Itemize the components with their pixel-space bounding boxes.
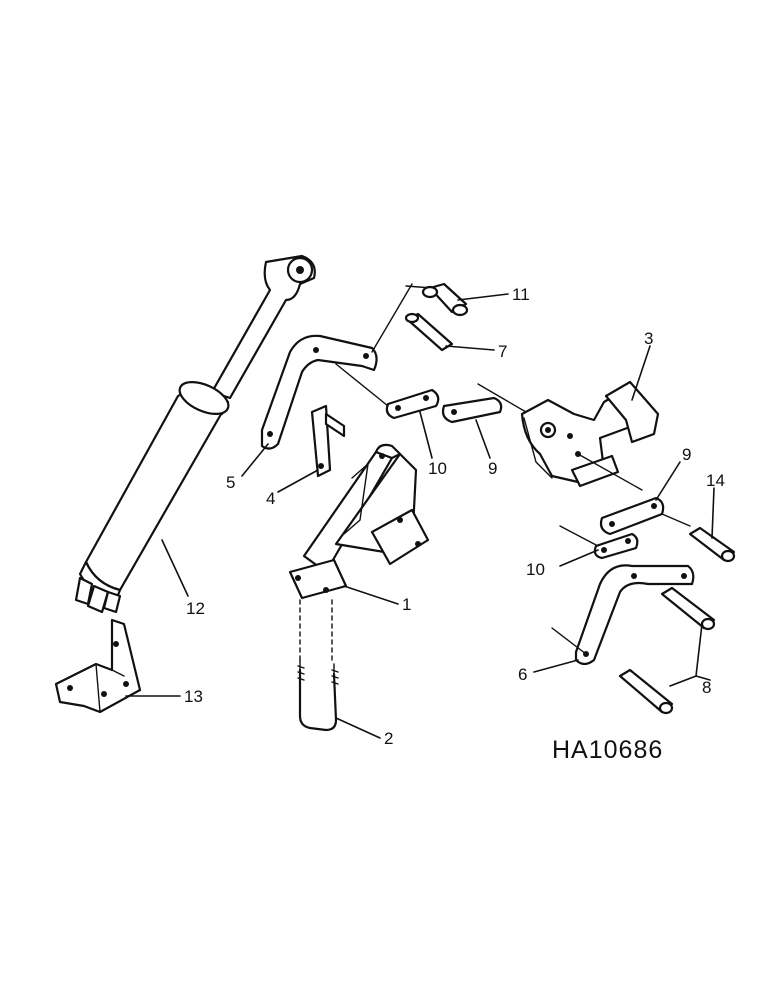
leader-9b (655, 461, 681, 501)
leader-2 (335, 717, 381, 739)
leader-lines (125, 293, 715, 739)
clevis-pin-11 (421, 282, 469, 317)
hitch-bracket-3 (520, 380, 660, 488)
callout-5: 5 (226, 473, 235, 492)
callout-3: 3 (644, 329, 653, 348)
callout-4: 4 (266, 489, 275, 508)
callout-10-lower: 10 (526, 560, 545, 579)
main-bracket-1 (288, 443, 430, 600)
callout-1: 1 (402, 595, 411, 614)
link-plate-10-upper (385, 388, 440, 420)
leader-11 (457, 293, 509, 301)
link-9-lower (577, 453, 691, 536)
leader-1 (343, 585, 399, 605)
callout-14: 14 (706, 471, 725, 490)
leader-7 (445, 345, 495, 351)
callout-9-upper: 9 (488, 459, 497, 478)
leader-10b (559, 549, 599, 567)
callout-13: 13 (184, 687, 203, 706)
leader-6 (533, 659, 579, 673)
leader-9a (475, 419, 491, 459)
pins-8 (618, 586, 716, 715)
callouts: 1 2 3 4 5 6 7 8 9 9 10 10 11 12 13 14 (184, 285, 725, 748)
pin-bracket-4 (310, 404, 346, 478)
leader-12 (161, 539, 189, 597)
link-9-upper (335, 363, 527, 424)
leader-3 (631, 345, 651, 401)
callout-11: 11 (512, 285, 530, 304)
callout-7: 7 (498, 342, 507, 361)
lower-lift-arm-6 (551, 564, 695, 666)
callout-9-lower: 9 (682, 445, 691, 464)
leader-5 (241, 443, 269, 477)
callout-8: 8 (702, 678, 711, 697)
callout-12: 12 (186, 599, 205, 618)
pin-14 (688, 526, 736, 563)
leader-10a (419, 411, 433, 459)
link-plate-10-lower (559, 525, 639, 560)
drawing-number: HA10686 (552, 736, 663, 764)
callout-10-upper: 10 (428, 459, 447, 478)
callout-2: 2 (384, 729, 393, 748)
leader-4 (277, 469, 319, 493)
leader-8b (695, 675, 711, 681)
upper-lift-arm-5 (260, 283, 433, 450)
pin-7 (404, 312, 454, 352)
hydraulic-cylinder (74, 254, 316, 614)
mounting-bracket-13 (54, 618, 142, 714)
callout-6: 6 (518, 665, 527, 684)
u-bolt-2 (297, 599, 339, 732)
leader-14 (711, 487, 715, 539)
